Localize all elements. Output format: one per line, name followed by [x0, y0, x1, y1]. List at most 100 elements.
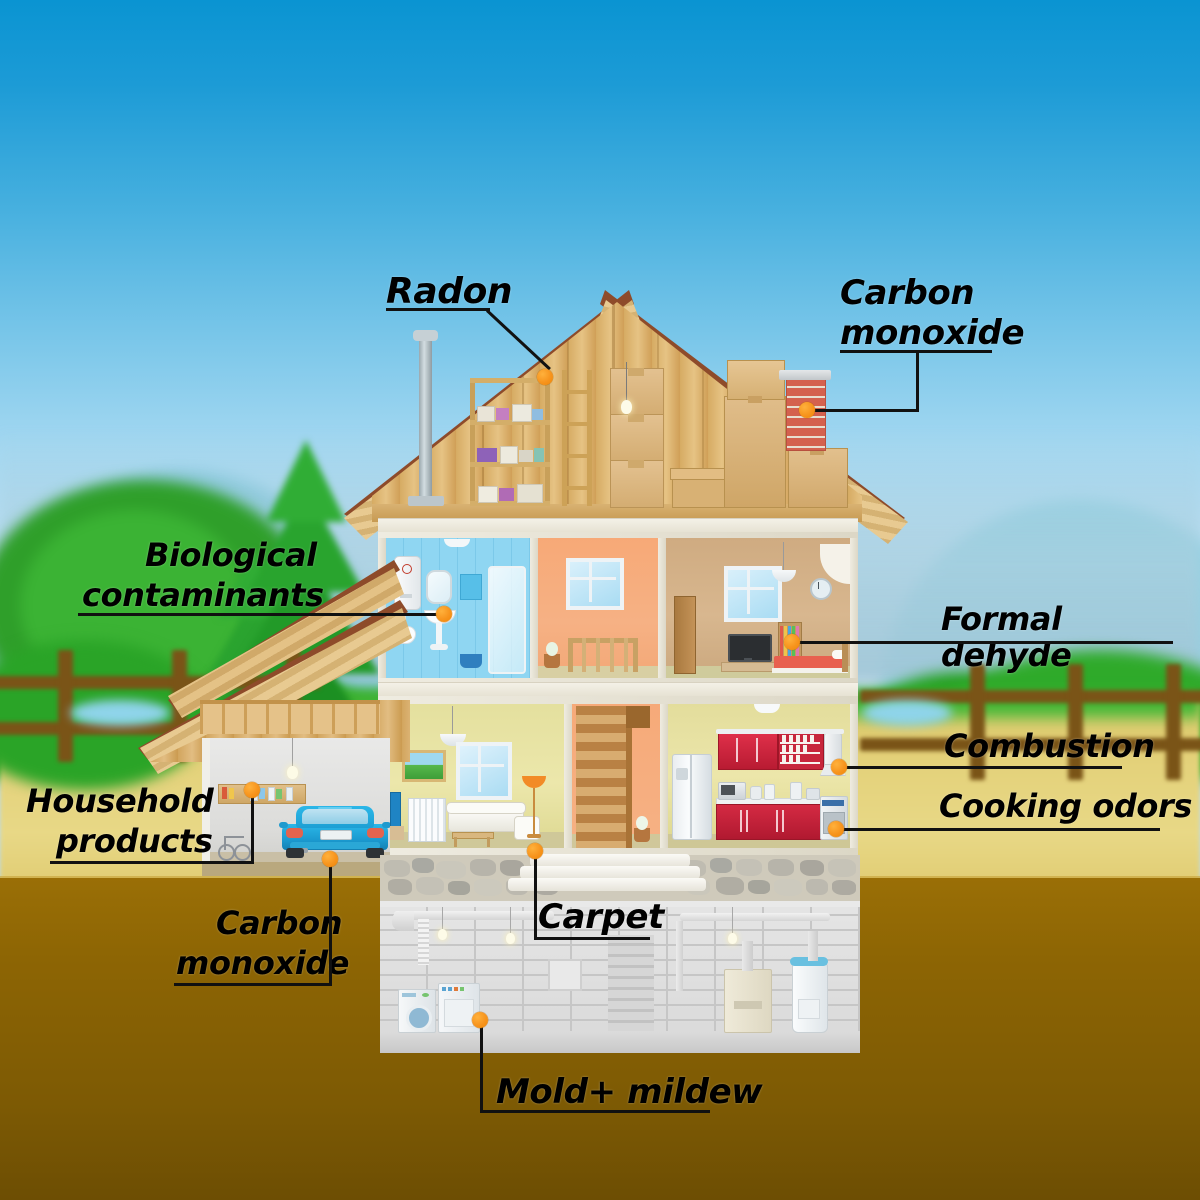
floor-band-ground	[378, 848, 858, 856]
wall-divider-bath-hall	[530, 532, 538, 682]
garage-gable-rail	[200, 700, 380, 734]
stairs-plant	[634, 828, 650, 842]
dot-combustion	[831, 759, 847, 775]
chimney-cap	[779, 370, 831, 380]
pond-left	[70, 700, 170, 726]
hallway-window	[566, 558, 624, 610]
dot-carbon-monoxide-garage	[322, 851, 338, 867]
attic-interior	[372, 300, 862, 522]
duct-flex	[418, 919, 429, 965]
ground-floor	[378, 696, 858, 856]
room-kitchen	[668, 704, 850, 848]
leader-mold-mildew	[480, 1022, 483, 1113]
kettle	[750, 786, 762, 800]
living-pendant-cord	[452, 706, 453, 734]
license-plate	[320, 830, 352, 840]
label-household-line2: products	[56, 822, 213, 860]
leader-biological	[296, 613, 442, 616]
dot-carbon-monoxide-chimney	[799, 402, 815, 418]
attic-box-right-small	[788, 448, 848, 508]
wall-divider-stairs-kitchen	[660, 696, 668, 856]
basement-ceiling	[380, 901, 860, 907]
pond-right	[862, 700, 952, 726]
dot-carpet	[527, 843, 543, 859]
coffee-table	[452, 832, 494, 839]
living-window	[456, 742, 512, 800]
label-formaldehyde: Formal dehyde	[941, 600, 1072, 674]
label-radon-underline	[386, 308, 490, 311]
basement-stairs	[608, 935, 654, 1031]
bed-headboard	[842, 642, 848, 672]
attic-light-bulb	[621, 400, 632, 414]
kitchen-upper-cabinets	[718, 732, 778, 770]
wall-divider-hall-bed	[658, 532, 666, 682]
stair-upper-opening	[626, 706, 650, 728]
label-biological-line2: contaminants	[82, 576, 324, 614]
dot-formaldehyde	[784, 634, 800, 650]
bedroom-window	[724, 566, 782, 622]
mixer	[764, 784, 775, 800]
label-formaldehyde-underline	[861, 641, 1173, 644]
leader-household-vertical	[251, 790, 254, 864]
bed-pillow	[832, 650, 848, 659]
staircase	[576, 706, 626, 848]
tv-stand	[721, 662, 777, 672]
fence-rail-right-lower	[860, 738, 1200, 751]
hallway-plant	[544, 654, 560, 668]
upper-floor	[378, 532, 858, 682]
label-radon: Radon	[386, 271, 513, 312]
radiator	[408, 798, 446, 842]
fuse-box	[548, 959, 582, 991]
laundry-basket	[460, 654, 482, 668]
shower-cabin	[488, 566, 526, 674]
wall-clock	[810, 578, 832, 600]
fence-post-right-3	[1166, 664, 1181, 780]
leader-carbon-monoxide-chimney-horizontal	[812, 409, 919, 412]
label-combustion: Combustion	[944, 727, 1155, 765]
garage-light-bulb	[287, 766, 298, 779]
label-biological-underline	[78, 613, 296, 616]
attic-box-right-mid	[727, 360, 785, 400]
label-carpet: Carpet	[538, 897, 664, 937]
label-biological-line1: Biological	[145, 536, 317, 574]
coffee-maker	[790, 782, 802, 800]
leader-combustion	[846, 766, 876, 769]
label-carbon-monoxide-garage-line2: monoxide	[176, 944, 350, 982]
cabinet-top-rail	[716, 729, 844, 734]
leader-formaldehyde	[796, 641, 866, 644]
label-cooking-odors-underline	[870, 828, 1160, 831]
leader-cooking-odors	[842, 828, 876, 831]
living-tv	[390, 792, 401, 828]
stair-railing	[568, 638, 638, 672]
room-bathroom	[386, 538, 530, 678]
basement-bulb-right	[728, 933, 737, 944]
label-mold-mildew-underline	[480, 1110, 710, 1113]
duct-elbow	[392, 911, 414, 931]
basement-bulb-mid	[506, 933, 515, 944]
leader-carpet	[534, 853, 537, 940]
fence-post-left-1	[58, 650, 73, 762]
bathroom-towel	[460, 574, 482, 600]
dot-biological-contaminants	[436, 606, 452, 622]
leader-household-horizontal	[194, 861, 254, 864]
label-mold-mildew: Mold+ mildew	[496, 1072, 763, 1112]
dot-radon	[537, 369, 553, 385]
attic-shelf-unit	[470, 378, 550, 506]
duct-main	[394, 911, 554, 920]
kitchen-lower-cabinets	[716, 804, 822, 840]
basement	[380, 901, 860, 1053]
label-cooking-odors: Cooking odors	[939, 787, 1193, 825]
ceiling-band-ground	[378, 696, 858, 704]
car	[279, 806, 390, 858]
stove-control-panel	[822, 800, 844, 806]
leader-carbon-monoxide-chimney-vertical	[916, 350, 919, 412]
fence-post-right-1	[970, 664, 985, 780]
attic-chest	[670, 468, 732, 508]
kitchen-ceiling-light	[754, 704, 780, 713]
attic-box-right-tall	[724, 396, 786, 508]
pot	[806, 788, 820, 800]
garage-light-cord	[292, 738, 293, 766]
fence-post-right-2	[1068, 664, 1083, 780]
label-carbon-monoxide-chimney-line2: monoxide	[840, 313, 1025, 353]
